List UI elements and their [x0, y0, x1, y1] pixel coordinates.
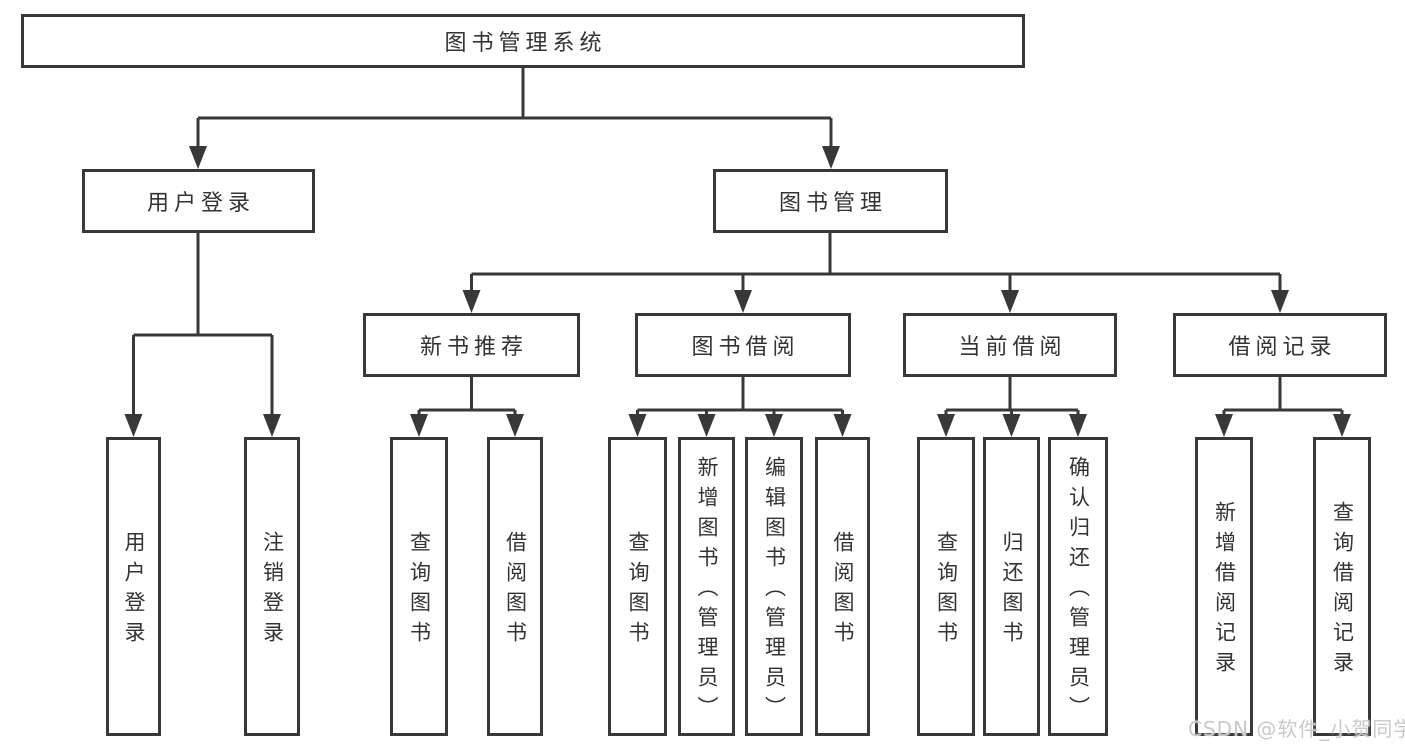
arrowheads	[124, 146, 1351, 437]
leaf-user-login: 用户登录	[106, 437, 161, 736]
leaf-query-books-current: 查询图书	[917, 437, 975, 736]
leaf-confirm-return-admin: 确认归还（管理员）	[1048, 437, 1108, 736]
leaf-query-books-borrowing: 查询图书	[608, 437, 667, 736]
node-book-borrowing: 图书借阅	[635, 313, 851, 377]
node-book-management: 图书管理	[713, 169, 948, 233]
leaf-logout: 注销登录	[244, 437, 300, 736]
leaf-add-borrow-record: 新增借阅记录	[1195, 437, 1253, 736]
node-borrowing-records: 借阅记录	[1173, 313, 1387, 377]
leaf-borrow-books: 借阅图书	[815, 437, 870, 736]
leaf-query-borrow-record: 查询借阅记录	[1313, 437, 1371, 736]
leaf-add-books-admin: 新增图书（管理员）	[678, 437, 735, 736]
csdn-watermark: CSDN @软件_小贺同学	[1188, 717, 1405, 741]
leaf-borrow-books-recommend: 借阅图书	[487, 437, 543, 736]
node-library-management-system: 图书管理系统	[21, 14, 1025, 68]
node-current-borrowing: 当前借阅	[903, 313, 1117, 377]
leaf-return-books: 归还图书	[983, 437, 1040, 736]
node-new-book-recommend: 新书推荐	[363, 313, 580, 377]
leaf-query-books-recommend: 查询图书	[390, 437, 448, 736]
node-user-login: 用户登录	[82, 169, 315, 233]
leaf-edit-books-admin: 编辑图书（管理员）	[745, 437, 803, 736]
